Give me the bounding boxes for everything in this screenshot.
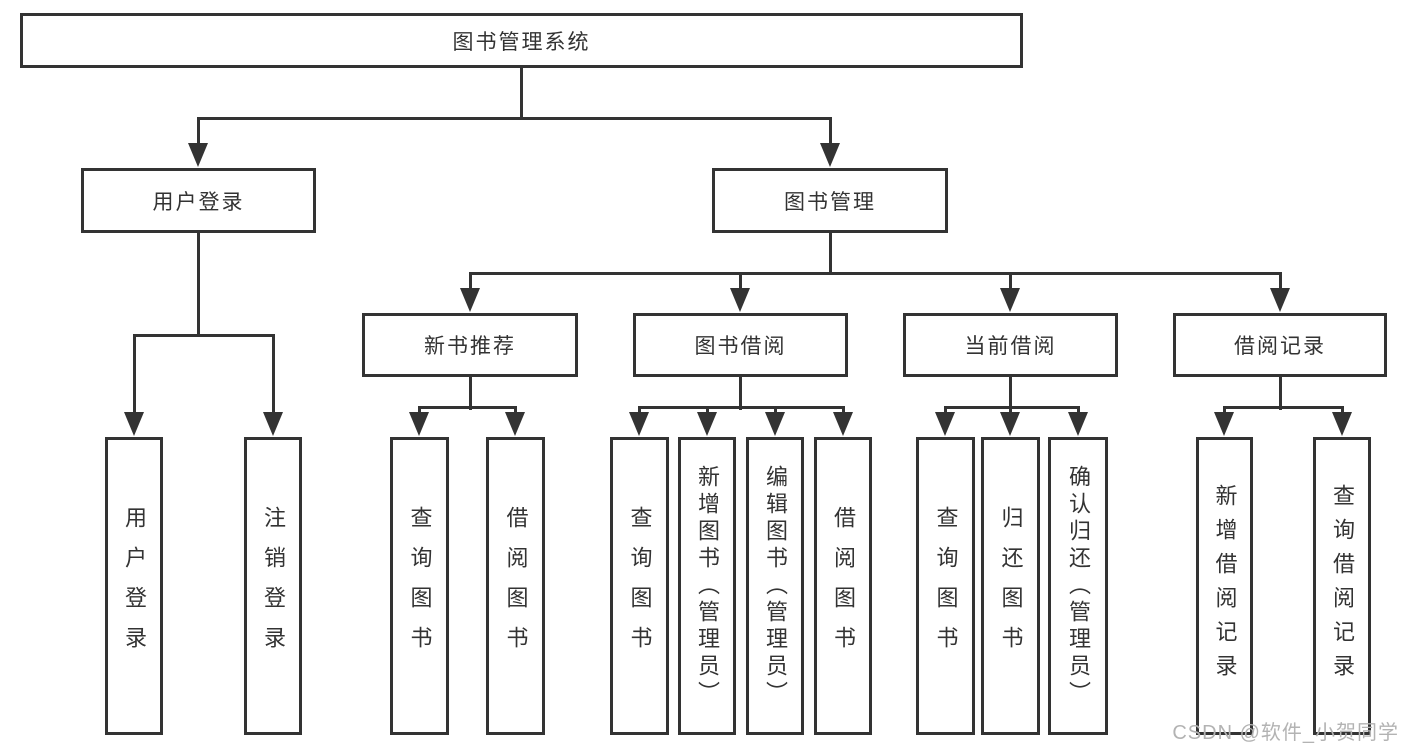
leaf-confirm-return-admin: 确认归还（管理员）	[1048, 437, 1108, 735]
leaf-user-login-label: 用户登录	[122, 506, 147, 666]
node-current-borrow: 当前借阅	[903, 313, 1118, 377]
arrowhead-down	[505, 412, 525, 436]
arrowhead-down	[697, 412, 717, 436]
leaf-logout-label: 注销登录	[261, 506, 286, 666]
arrowhead-down	[833, 412, 853, 436]
connector-line	[739, 377, 742, 410]
connector-line	[272, 335, 275, 415]
leaf-return-books-label: 归还图书	[998, 506, 1024, 666]
node-book-borrow: 图书借阅	[633, 313, 848, 377]
connector-line	[1223, 406, 1344, 409]
connector-line	[638, 406, 845, 409]
connector-line	[1009, 377, 1012, 410]
leaf-edit-books-admin-label: 编辑图书（管理员）	[763, 464, 788, 708]
arrowhead-down	[409, 412, 429, 436]
leaf-confirm-return-admin-label: 确认归还（管理员）	[1066, 464, 1091, 708]
node-new-book-recommend-label: 新书推荐	[424, 335, 516, 358]
connector-line	[469, 272, 1282, 275]
connector-line	[469, 377, 472, 410]
leaf-query-borrow-record: 查询借阅记录	[1313, 437, 1371, 735]
leaf-query-books-3-label: 查询图书	[933, 506, 959, 666]
node-library-system: 图书管理系统	[20, 13, 1023, 68]
node-user-login-label: 用户登录	[152, 190, 245, 214]
leaf-query-books-1: 查询图书	[390, 437, 449, 735]
connector-line	[520, 68, 523, 118]
arrowhead-down	[1000, 412, 1020, 436]
arrowhead-down	[820, 143, 840, 167]
leaf-borrow-books-1-label: 借阅图书	[503, 506, 529, 666]
leaf-query-books-3: 查询图书	[916, 437, 975, 735]
arrowhead-down	[1000, 288, 1020, 312]
watermark: CSDN @软件_小贺同学	[1172, 722, 1399, 744]
connector-line	[418, 406, 517, 409]
leaf-add-books-admin: 新增图书（管理员）	[678, 437, 736, 735]
arrowhead-down	[1068, 412, 1088, 436]
connector-line	[197, 233, 200, 337]
arrowhead-down	[765, 412, 785, 436]
arrowhead-down	[935, 412, 955, 436]
leaf-add-borrow-record: 新增借阅记录	[1196, 437, 1253, 735]
leaf-borrow-books-2: 借阅图书	[814, 437, 872, 735]
arrowhead-down	[263, 412, 283, 436]
node-new-book-recommend: 新书推荐	[362, 313, 578, 377]
arrowhead-down	[629, 412, 649, 436]
node-current-borrow-label: 当前借阅	[964, 335, 1057, 358]
leaf-borrow-books-2-label: 借阅图书	[831, 506, 856, 666]
leaf-query-books-2-label: 查询图书	[627, 506, 653, 666]
leaf-return-books: 归还图书	[981, 437, 1040, 735]
leaf-borrow-books-1: 借阅图书	[486, 437, 545, 735]
leaf-query-borrow-record-label: 查询借阅记录	[1330, 484, 1355, 688]
node-library-system-label: 图书管理系统	[452, 30, 591, 54]
connector-line	[1279, 273, 1282, 293]
connector-line	[469, 273, 472, 293]
leaf-edit-books-admin: 编辑图书（管理员）	[746, 437, 804, 735]
arrowhead-down	[730, 288, 750, 312]
connector-line	[944, 406, 1080, 409]
connector-line	[133, 334, 275, 337]
arrowhead-down	[124, 412, 144, 436]
arrowhead-down	[1332, 412, 1352, 436]
node-borrow-records: 借阅记录	[1173, 313, 1387, 377]
node-user-login: 用户登录	[81, 168, 316, 233]
leaf-logout: 注销登录	[244, 437, 302, 735]
connector-line	[829, 233, 832, 275]
arrowhead-down	[460, 288, 480, 312]
arrowhead-down	[1214, 412, 1234, 436]
connector-line	[197, 117, 832, 120]
node-book-management-label: 图书管理	[784, 190, 876, 214]
connector-line	[1009, 273, 1012, 293]
connector-line	[1279, 377, 1282, 410]
leaf-query-books-1-label: 查询图书	[407, 506, 433, 666]
leaf-user-login: 用户登录	[105, 437, 163, 735]
node-book-management: 图书管理	[712, 168, 948, 233]
leaf-query-books-2: 查询图书	[610, 437, 669, 735]
connector-line	[133, 335, 136, 415]
leaf-add-borrow-record-label: 新增借阅记录	[1212, 484, 1238, 688]
leaf-add-books-admin-label: 新增图书（管理员）	[695, 464, 720, 708]
connector-line	[197, 118, 200, 146]
connector-line	[829, 118, 832, 146]
node-book-borrow-label: 图书借阅	[694, 335, 787, 358]
arrowhead-down	[1270, 288, 1290, 312]
connector-line	[739, 273, 742, 293]
arrowhead-down	[188, 143, 208, 167]
node-borrow-records-label: 借阅记录	[1234, 335, 1326, 358]
